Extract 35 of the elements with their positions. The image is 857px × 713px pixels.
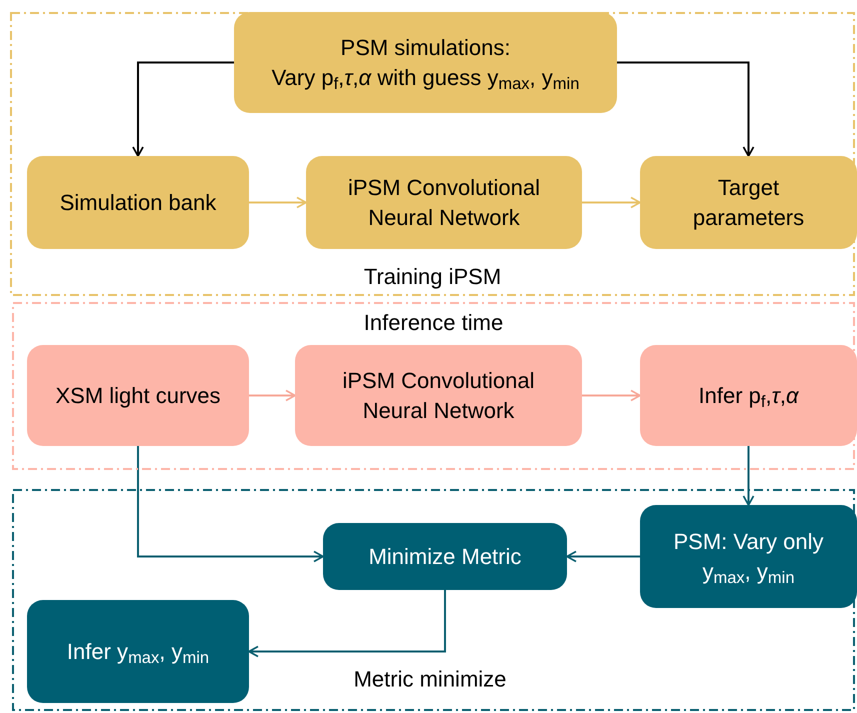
box-text: Infer y$_{max}$, y$_{min}$ <box>66 638 210 666</box>
process-box <box>323 523 567 590</box>
box-text: PSM simulations: <box>340 34 510 62</box>
box-text: Target parameters <box>692 174 806 232</box>
process-box <box>306 156 582 249</box>
box-text: iPSM Convolutional Neural Network <box>342 366 536 424</box>
box-text: Simulation bank <box>60 188 216 216</box>
group-heading: Inference time <box>364 312 504 334</box>
process-box <box>640 505 857 608</box>
arrow <box>566 550 640 562</box>
box-text: Vary p$_{f}$,τ,α with guess y$_{max}$, y$_{min}$ <box>272 64 580 92</box>
box-text: iPSM Convolutional Neural Network <box>347 174 541 232</box>
process-box <box>234 12 617 113</box>
box-text: XSM light curves <box>55 382 221 410</box>
group-heading: Training iPSM <box>364 266 502 288</box>
arrow <box>249 196 307 208</box>
arrow <box>617 62 754 157</box>
arrow <box>248 590 446 658</box>
process-box <box>640 345 857 446</box>
box-text: PSM: Vary only y$_{max}$, y$_{min}$ <box>672 528 824 586</box>
arrow <box>582 196 641 208</box>
process-box <box>295 345 582 446</box>
process-box <box>640 156 857 249</box>
process-box <box>27 345 249 446</box>
box-text: Infer p$_{f}$,τ,α <box>698 382 798 410</box>
dashed-group-frame <box>12 489 855 711</box>
process-box <box>27 156 249 249</box>
arrow <box>249 390 296 402</box>
arrow <box>582 390 641 402</box>
dashed-group-frame <box>12 302 855 470</box>
box-text: Minimize Metric <box>368 542 522 570</box>
arrow <box>137 446 324 562</box>
arrow <box>742 446 754 506</box>
process-box <box>27 600 249 703</box>
arrow <box>132 62 234 157</box>
